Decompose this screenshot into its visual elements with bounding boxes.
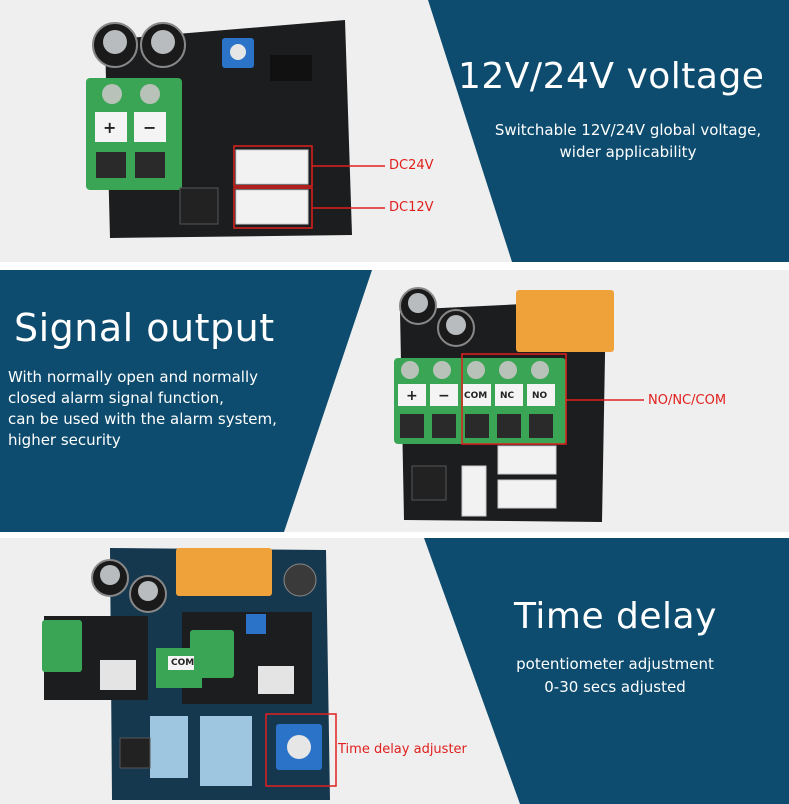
- voltage-subtitle-line-1: Switchable 12V/24V global voltage,: [494, 121, 762, 139]
- time-delay-subtitle-line-2: 0-30 secs adjusted: [544, 678, 686, 696]
- time-delay-subtitle-line-1: potentiometer adjustment: [516, 655, 714, 673]
- plus-terminal-label: +: [103, 118, 117, 137]
- signal-output-section: + − COM NC NO NO/NC/COM Signal output Wi…: [0, 270, 789, 532]
- time-delay-section: COM Time delay adjuster Time delay poten…: [0, 538, 789, 804]
- voltage-section: + − DC24V DC12V 12V/24V voltage Switchab…: [0, 0, 789, 262]
- voltage-subtitle-line-2: wider applicability: [559, 143, 697, 161]
- signal-subtitle-line-1: With normally open and normally: [8, 368, 258, 386]
- signal-board-image: [394, 287, 644, 522]
- time-delay-adjuster-callout: Time delay adjuster: [338, 742, 467, 757]
- minus-terminal-label: −: [143, 118, 157, 137]
- no-terminal-label: NO: [532, 391, 548, 401]
- signal-plus-label: +: [406, 388, 418, 404]
- time-delay-headline: Time delay: [514, 596, 717, 637]
- signal-section-background: [0, 270, 789, 532]
- signal-minus-label: −: [438, 388, 450, 404]
- signal-output-headline: Signal output: [14, 306, 275, 350]
- com-terminal-label: COM: [464, 391, 488, 401]
- time-delay-board-image: [42, 548, 337, 800]
- voltage-board-image: [86, 20, 385, 238]
- signal-subtitle-line-2: closed alarm signal function,: [8, 389, 224, 407]
- voltage-headline: 12V/24V voltage: [458, 56, 765, 97]
- nc-terminal-label: NC: [500, 391, 515, 401]
- signal-subtitle-line-4: higher security: [8, 431, 121, 449]
- signal-subtitle-line-3: can be used with the alarm system,: [8, 410, 277, 428]
- dc12v-callout: DC12V: [389, 200, 434, 215]
- no-nc-com-callout: NO/NC/COM: [648, 393, 727, 408]
- dc24v-callout: DC24V: [389, 158, 434, 173]
- time-delay-com-label: COM: [171, 658, 195, 668]
